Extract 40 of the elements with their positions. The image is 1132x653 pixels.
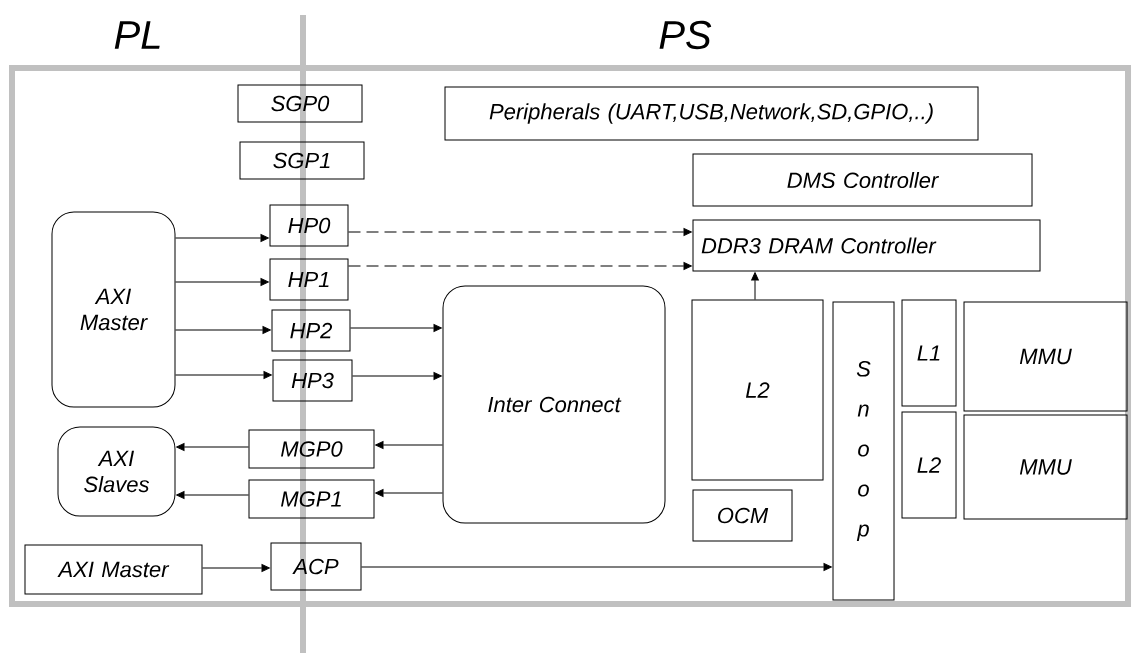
cache-box: L2 bbox=[691, 299, 824, 481]
arrow bbox=[202, 564, 270, 572]
port-box: HP1 bbox=[269, 258, 349, 301]
process-box: DMS Controller bbox=[692, 153, 1033, 207]
slave-box: AXI Slaves bbox=[57, 426, 176, 517]
arrow bbox=[175, 234, 269, 242]
arrow bbox=[375, 489, 443, 497]
port-box: MGP1 bbox=[248, 479, 375, 519]
section-label: PL bbox=[114, 21, 160, 49]
arrow bbox=[751, 272, 759, 300]
arrow bbox=[175, 326, 271, 334]
arrow bbox=[175, 371, 272, 379]
arrow bbox=[176, 491, 249, 499]
port-box: HP3 bbox=[272, 359, 353, 402]
master-box: AXI Master bbox=[51, 211, 176, 408]
arrow bbox=[176, 443, 249, 451]
arrow bbox=[352, 372, 442, 380]
port-box: ACP bbox=[270, 542, 362, 591]
port-box: HP0 bbox=[269, 204, 349, 247]
port-box: SGP1 bbox=[239, 141, 365, 180]
arrow bbox=[175, 278, 269, 286]
snoop-box: Snoop bbox=[832, 301, 895, 601]
cache-box: L1 bbox=[901, 299, 957, 407]
cache-box: L2 bbox=[901, 411, 957, 519]
memory-box: OCM bbox=[692, 489, 793, 542]
process-box: DDR3 DRAM Controller bbox=[692, 219, 1041, 272]
core-box: MMU bbox=[963, 301, 1128, 412]
section-label: PS bbox=[659, 20, 712, 50]
arrow bbox=[375, 441, 443, 449]
port-box: MGP0 bbox=[248, 429, 375, 469]
dashed-arrow bbox=[348, 262, 692, 270]
process-box: Peripherals (UART,USB,Network,SD,GPIO,..) bbox=[444, 86, 979, 141]
interconnect-box: Inter Connect bbox=[442, 285, 666, 524]
arrow bbox=[350, 324, 442, 332]
core-box: MMU bbox=[963, 414, 1128, 520]
dashed-arrow bbox=[348, 228, 692, 236]
port-box: HP2 bbox=[271, 309, 351, 352]
process-box: AXI Master bbox=[24, 544, 203, 595]
port-box: SGP0 bbox=[237, 84, 363, 123]
arrow bbox=[361, 563, 832, 571]
